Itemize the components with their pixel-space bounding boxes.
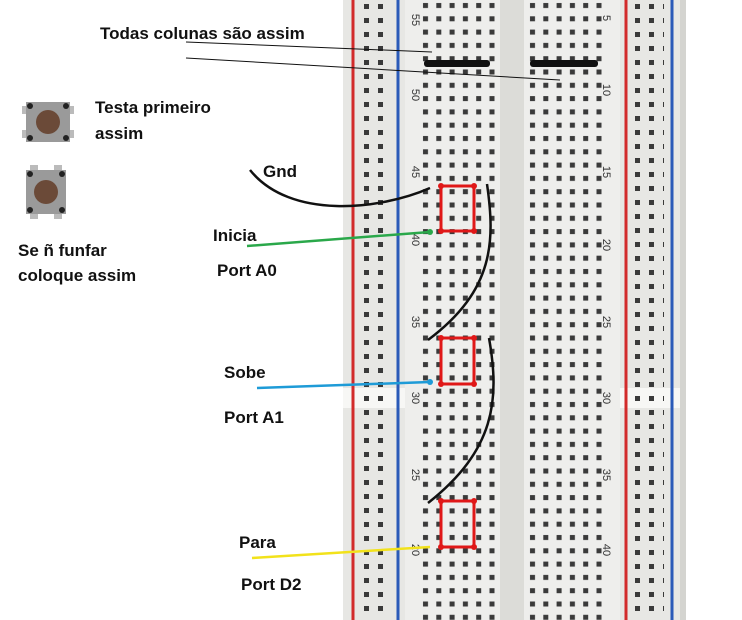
row-numbers-right: 5 10 15 20 25 30 35 40 [600, 15, 612, 556]
wire-inicia [246, 230, 431, 248]
port-a1-label: Port A1 [224, 408, 284, 427]
alt-note-line1: Se ñ funfar [18, 241, 107, 260]
row-number-right: 20 [600, 239, 612, 251]
row-number-right: 10 [600, 84, 612, 96]
row-number-right: 35 [600, 469, 612, 481]
wire-gnd [249, 169, 431, 208]
row-number-left: 20 [409, 544, 421, 556]
gnd-label: Gnd [263, 162, 297, 181]
button-outline-3 [439, 499, 476, 549]
para-label: Para [239, 533, 276, 552]
column-bar-right [530, 60, 598, 67]
center-channel [500, 0, 524, 620]
main-holes-left [420, 0, 495, 620]
column-bar-left [424, 60, 490, 67]
button-note-line1: Testa primeiro [95, 98, 211, 117]
row-number-left: 45 [409, 166, 421, 178]
row-number-left: 55 [409, 14, 421, 26]
wire-inicia-end [427, 229, 433, 235]
port-a0-label: Port A0 [217, 261, 277, 280]
row-number-right: 15 [600, 166, 612, 178]
wire-sobe-end [427, 379, 433, 385]
push-button-icon [22, 102, 74, 142]
button-outline-2 [439, 336, 476, 386]
row-number-left: 25 [409, 469, 421, 481]
push-button-rotated-icon [26, 165, 66, 219]
wire-gnd-jumper-1 [427, 183, 492, 342]
row-number-left: 50 [409, 89, 421, 101]
wire-sobe [256, 380, 431, 390]
row-number-left: 40 [409, 234, 421, 246]
alt-note-line2: coloque assim [18, 266, 137, 285]
row-number-left: 30 [409, 392, 421, 404]
row-number-right: 5 [600, 15, 612, 21]
top-note: Todas colunas são assim [100, 24, 305, 43]
button-outline-1 [439, 184, 476, 233]
top-note-pointer-1 [185, 41, 433, 53]
wire-gnd-jumper-2 [427, 337, 495, 504]
row-number-right: 30 [600, 392, 612, 404]
sobe-label: Sobe [224, 363, 266, 382]
main-holes-right [527, 0, 602, 620]
row-number-right: 25 [600, 316, 612, 328]
rail-holes-left [362, 0, 392, 620]
row-number-left: 35 [409, 316, 421, 328]
top-note-pointer-2 [185, 57, 561, 81]
port-d2-label: Port D2 [241, 575, 302, 594]
inicia-label: Inicia [213, 226, 257, 245]
wire-para [251, 545, 431, 560]
row-number-right: 40 [600, 544, 612, 556]
rail-holes-right [634, 0, 664, 620]
button-note-line2: assim [95, 124, 144, 143]
